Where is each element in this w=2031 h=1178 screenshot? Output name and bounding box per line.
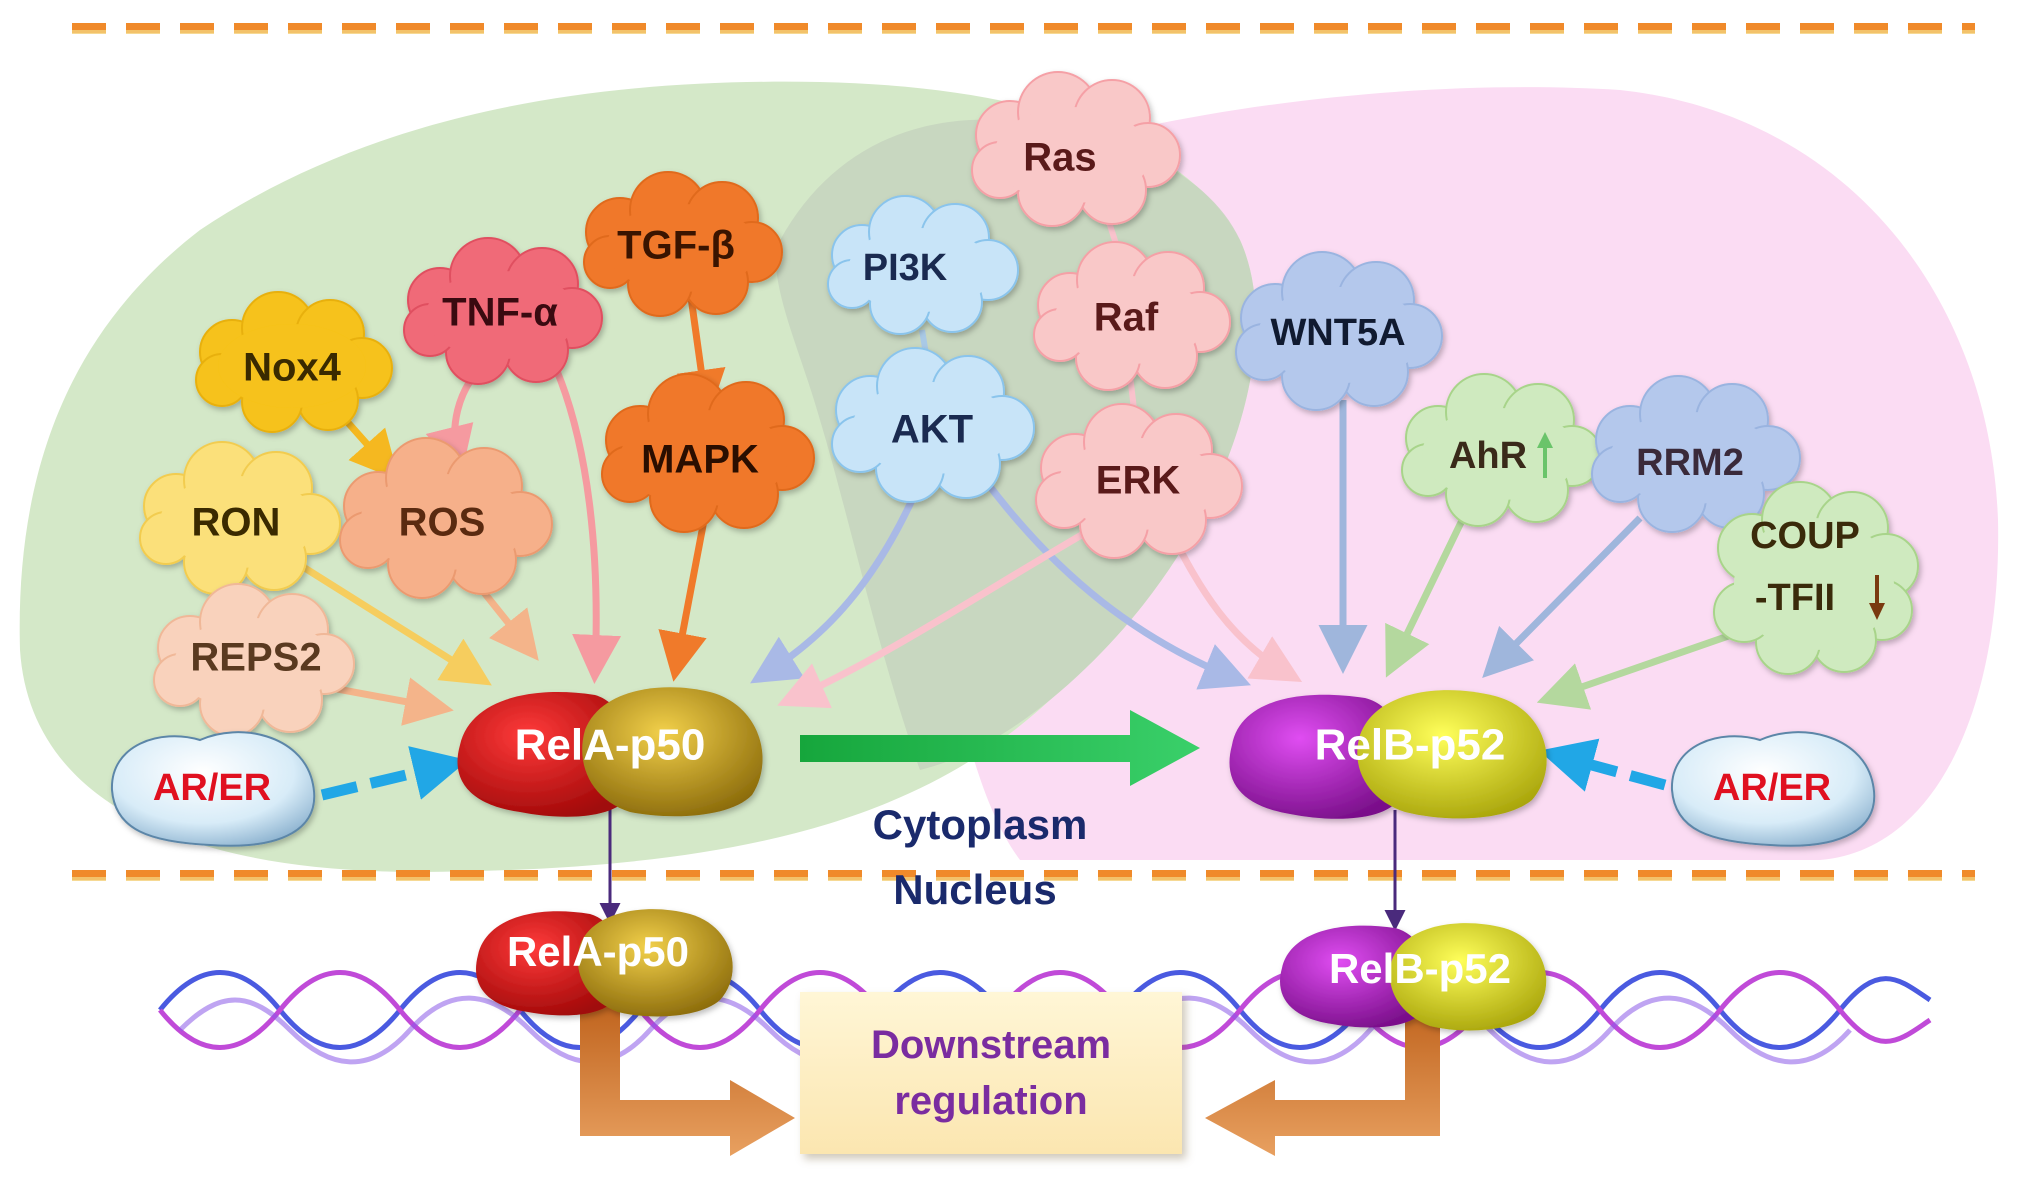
label-akt: AKT xyxy=(891,408,973,452)
node-ahr xyxy=(1401,373,1603,527)
label-raf: Raf xyxy=(1094,296,1159,340)
node-ros xyxy=(339,437,553,599)
node-akt xyxy=(831,347,1035,503)
label-tnf-alpha: TNF-α xyxy=(442,291,558,335)
label-arer-left: AR/ER xyxy=(153,767,271,809)
label-wnt5a: WNT5A xyxy=(1270,312,1405,354)
arrow-arer-to-rela xyxy=(320,746,469,801)
arrow-rela-to-downstream xyxy=(580,1005,795,1156)
label-arer-right: AR/ER xyxy=(1713,767,1831,809)
node-reps2 xyxy=(153,583,355,737)
complex-rela-p50-cytoplasm xyxy=(457,687,763,817)
arrow-coup-to-p52 xyxy=(1536,621,1762,710)
downstream-regulation-box: Downstream regulation xyxy=(800,992,1182,1154)
node-tgf-beta xyxy=(583,171,783,317)
label-ron: RON xyxy=(192,501,281,545)
arrow-rela-to-relb xyxy=(800,710,1200,786)
label-reps2: REPS2 xyxy=(190,636,321,680)
node-arer-left xyxy=(110,731,316,847)
arrow-relb-to-downstream xyxy=(1205,1005,1440,1156)
arrow-ron-to-rela xyxy=(298,562,492,686)
label-rela-p50-nucleus: RelA-p50 xyxy=(507,928,689,975)
arrow-arer-to-p52 xyxy=(1539,738,1667,792)
arrow-akt-to-relb xyxy=(982,477,1251,690)
label-rrm2: RRM2 xyxy=(1636,442,1744,484)
complex-rela-p50-nucleus xyxy=(476,909,733,1017)
label-cytoplasm: Cytoplasm xyxy=(873,801,1088,848)
complex-relb-p52-cytoplasm xyxy=(1229,690,1547,819)
node-arer-right xyxy=(1670,731,1876,847)
node-wnt5a xyxy=(1235,251,1443,411)
node-tnf-alpha xyxy=(403,237,603,385)
arrow-erk-to-p50 xyxy=(777,526,1092,709)
node-mapk xyxy=(601,373,815,533)
label-erk: ERK xyxy=(1096,459,1181,503)
arrow-tnf-to-rela xyxy=(546,353,622,684)
label-ahr: AhR xyxy=(1449,435,1527,477)
label-tgf-beta: TGF-β xyxy=(617,224,735,268)
label-relb-p52-cytoplasm: RelB-p52 xyxy=(1315,721,1506,770)
arrow-mapk-to-p50 xyxy=(658,514,709,682)
plasma-membrane xyxy=(72,23,1975,34)
label-nucleus: Nucleus xyxy=(893,866,1056,913)
coup-down-arrow-head xyxy=(1869,603,1885,620)
node-coup-tfii xyxy=(1713,481,1919,675)
node-pi3k xyxy=(827,195,1019,335)
downstream-line2: regulation xyxy=(894,1079,1088,1123)
ahr-up-arrow-head xyxy=(1537,432,1553,448)
label-pi3k: PI3K xyxy=(863,247,948,289)
complex-relb-p52-nucleus xyxy=(1280,923,1547,1031)
arrow-rrm2-to-p52 xyxy=(1482,515,1643,678)
node-rrm2 xyxy=(1591,375,1801,533)
node-ron xyxy=(139,441,341,595)
node-ras xyxy=(971,71,1181,227)
downstream-line1: Downstream xyxy=(870,1023,1112,1067)
arrow-akt-to-p50 xyxy=(750,498,916,684)
node-erk xyxy=(1035,403,1243,559)
label-coup-line1: COUP xyxy=(1750,515,1860,557)
arrow-ahr-to-relb xyxy=(1385,506,1472,678)
nuclear-membrane xyxy=(72,870,1975,881)
label-mapk: MAPK xyxy=(641,438,759,482)
label-ras: Ras xyxy=(1023,136,1096,180)
label-relb-p52-nucleus: RelB-p52 xyxy=(1329,945,1511,992)
label-ros: ROS xyxy=(399,501,486,545)
label-coup-line2: -TFII xyxy=(1755,577,1835,619)
label-nox4: Nox4 xyxy=(243,346,342,390)
node-raf xyxy=(1033,241,1231,391)
node-nox4 xyxy=(195,291,393,433)
label-rela-p50-cytoplasm: RelA-p50 xyxy=(515,721,706,770)
